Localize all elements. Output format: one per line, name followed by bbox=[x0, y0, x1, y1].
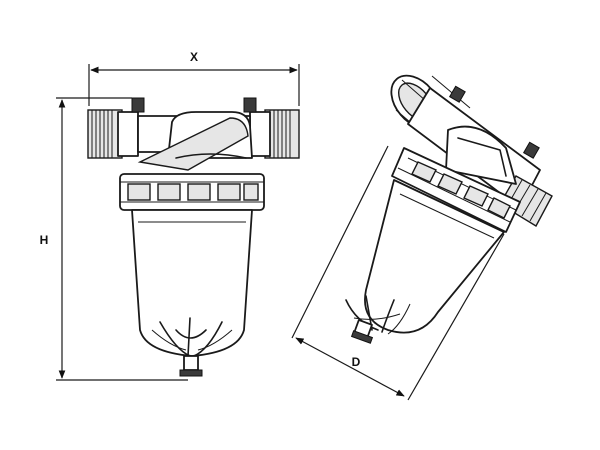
width-label: X bbox=[190, 50, 198, 64]
iso-bowl bbox=[364, 179, 505, 334]
iso-plug-b bbox=[522, 141, 540, 159]
front-drain bbox=[183, 355, 199, 371]
height-label: H bbox=[40, 233, 49, 247]
front-view-filter bbox=[87, 97, 300, 377]
iso-head bbox=[445, 125, 517, 185]
iso-view-filter bbox=[345, 74, 553, 344]
iso-cage bbox=[345, 295, 411, 335]
front-cage bbox=[151, 317, 233, 357]
width-dimension bbox=[88, 64, 300, 106]
front-left-port bbox=[87, 109, 139, 159]
front-left-plug bbox=[131, 97, 145, 113]
diagonal-label: D bbox=[352, 355, 361, 369]
front-right-plug bbox=[243, 97, 257, 113]
iso-plug-a bbox=[448, 85, 466, 103]
height-dimension bbox=[56, 97, 188, 381]
front-right-port bbox=[249, 109, 300, 159]
front-bowl bbox=[131, 209, 253, 357]
iso-collar bbox=[391, 147, 521, 233]
front-head-shade bbox=[137, 117, 249, 171]
diagonal-dimension bbox=[291, 145, 505, 401]
front-collar bbox=[119, 173, 265, 211]
